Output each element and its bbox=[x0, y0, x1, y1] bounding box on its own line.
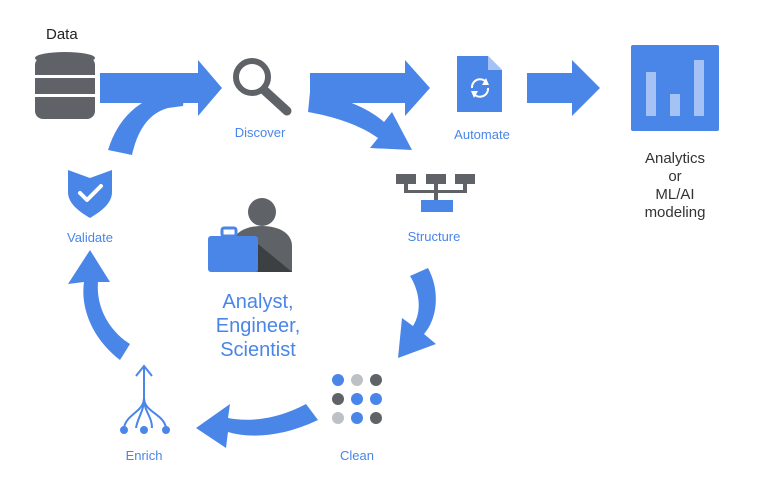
arrow-enrich-to-validate bbox=[68, 250, 130, 360]
arrow-clean-to-enrich bbox=[196, 404, 318, 448]
automate-label: Automate bbox=[454, 127, 510, 142]
analyst-icon bbox=[208, 198, 292, 272]
analytics-line-1: Analytics bbox=[644, 150, 706, 167]
discover-label: Discover bbox=[234, 125, 286, 140]
role-label: Analyst, Engineer, Scientist bbox=[216, 290, 301, 362]
document-sync-icon bbox=[457, 56, 502, 112]
analytics-line-2: or bbox=[668, 168, 682, 185]
shield-check-icon bbox=[68, 170, 112, 218]
bar-chart-icon bbox=[631, 45, 719, 131]
analytics-label: Analytics or ML/AI modeling bbox=[632, 150, 719, 222]
arrow-discover-to-structure bbox=[308, 92, 412, 150]
database-icon bbox=[35, 52, 95, 119]
arrow-data-to-discover bbox=[100, 60, 222, 116]
enrich-label: Enrich bbox=[125, 448, 163, 463]
role-line-3: Scientist bbox=[220, 339, 296, 361]
hierarchy-icon bbox=[396, 174, 475, 212]
arrow-automate-to-analytics bbox=[527, 60, 600, 116]
validate-label: Validate bbox=[66, 230, 114, 245]
magnifier-icon bbox=[233, 58, 292, 116]
data-label: Data bbox=[46, 26, 78, 43]
structure-label: Structure bbox=[407, 229, 461, 244]
role-line-2: Engineer, bbox=[215, 315, 301, 337]
arrow-validate-to-discover bbox=[108, 90, 185, 155]
branch-arrow-icon bbox=[120, 364, 170, 434]
clean-label: Clean bbox=[340, 448, 374, 463]
dot-grid-icon bbox=[332, 374, 382, 424]
role-line-1: Analyst, bbox=[222, 291, 294, 313]
arrow-structure-to-clean bbox=[398, 268, 436, 358]
analytics-line-3: ML/AI modeling bbox=[644, 186, 706, 221]
